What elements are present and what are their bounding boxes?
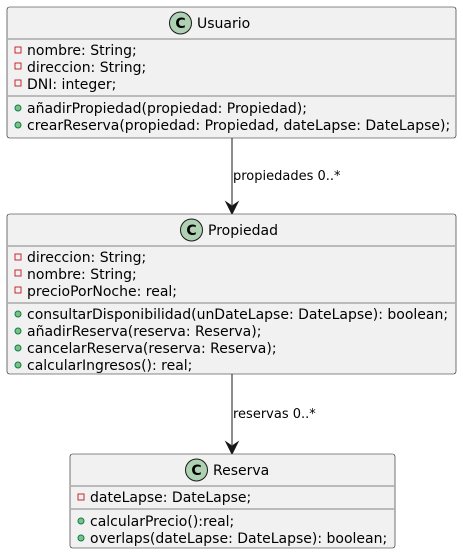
- private-visibility-icon: [14, 62, 22, 70]
- public-visibility-icon: [14, 310, 22, 318]
- public-visibility-icon: [14, 361, 22, 369]
- public-visibility-icon: [14, 121, 22, 129]
- class-reserva-method: overlaps(dateLapse: DateLapse): boolean;: [90, 531, 387, 547]
- class-usuario-method: añadirPropiedad(propiedad: Propiedad);: [27, 101, 307, 117]
- public-visibility-icon: [14, 344, 22, 352]
- class-reserva-method: calcularPrecio():real;: [90, 514, 234, 530]
- class-usuario[interactable]: C Usuario nombre: String; direccion: Str…: [6, 6, 457, 139]
- private-visibility-icon: [14, 269, 22, 277]
- class-propiedad-method: añadirReserva(reserva: Reserva);: [27, 324, 261, 340]
- class-usuario-name: Usuario: [197, 16, 250, 32]
- class-reserva-box: [69, 453, 396, 549]
- public-visibility-icon: [14, 104, 22, 112]
- arrow-down-icon: [224, 440, 240, 456]
- class-propiedad-method: calcularIngresos(): real;: [27, 358, 192, 374]
- class-reserva-attribute: dateLapse: DateLapse;: [90, 490, 251, 506]
- class-propiedad[interactable]: C Propiedad direccion: String; nombre: S…: [6, 213, 457, 375]
- class-usuario-attribute: DNI: integer;: [27, 77, 116, 93]
- class-propiedad-spot-letter: C: [186, 223, 196, 239]
- class-propiedad-method: cancelarReserva(reserva: Reserva);: [27, 341, 277, 357]
- public-visibility-icon: [77, 517, 85, 525]
- class-propiedad-spot-icon: [180, 218, 203, 242]
- class-usuario-spot-letter: C: [175, 16, 185, 32]
- association-label: propiedades 0..*: [233, 169, 341, 184]
- private-visibility-icon: [77, 493, 85, 501]
- class-reserva-spot-letter: C: [191, 463, 201, 479]
- class-reserva[interactable]: C Reserva dateLapse: DateLapse; calcular…: [69, 453, 396, 549]
- class-usuario-attribute: nombre: String;: [27, 43, 137, 59]
- association-usuario-propiedad: propiedades 0..*: [224, 138, 341, 216]
- association-propiedad-reserva: reservas 0..*: [224, 374, 316, 456]
- private-visibility-icon: [14, 46, 22, 54]
- class-reserva-spot-icon: [185, 458, 208, 482]
- class-usuario-spot-icon: [169, 11, 192, 35]
- arrow-down-icon: [224, 200, 240, 216]
- public-visibility-icon: [77, 534, 85, 542]
- association-label: reservas 0..*: [233, 407, 316, 422]
- private-visibility-icon: [14, 286, 22, 294]
- class-usuario-attribute: direccion: String;: [27, 60, 146, 76]
- class-reserva-name: Reserva: [213, 463, 269, 479]
- class-propiedad-method: consultarDisponibilidad(unDateLapse: Dat…: [27, 307, 448, 323]
- private-visibility-icon: [14, 253, 22, 261]
- class-propiedad-name: Propiedad: [208, 223, 278, 239]
- class-usuario-method: crearReserva(propiedad: Propiedad, dateL…: [27, 118, 450, 134]
- private-visibility-icon: [14, 79, 22, 87]
- class-propiedad-attribute: precioPorNoche: real;: [27, 284, 177, 300]
- class-propiedad-attribute: nombre: String;: [27, 267, 137, 283]
- public-visibility-icon: [14, 327, 22, 335]
- class-propiedad-attribute: direccion: String;: [27, 250, 146, 266]
